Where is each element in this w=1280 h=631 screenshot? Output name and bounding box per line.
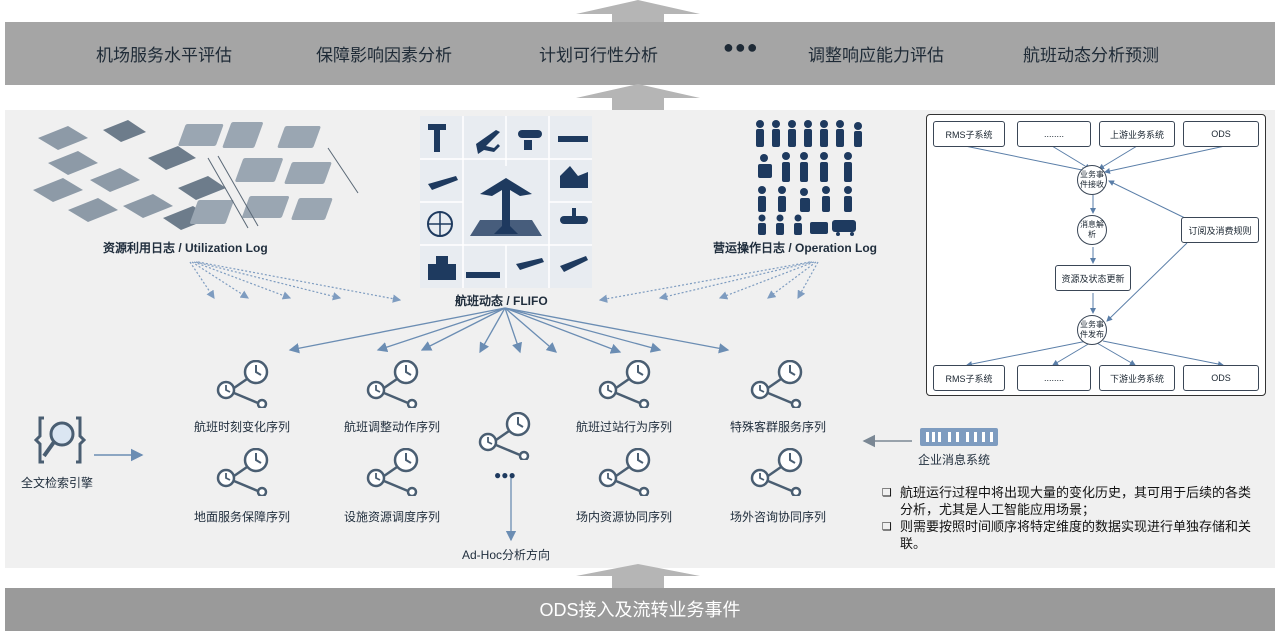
flifo-caption: 航班动态 / FLIFO bbox=[455, 294, 548, 308]
sequence-icon-flight-adjustment bbox=[366, 360, 419, 408]
sequence-label-flight-turnaround: 航班过站行为序列 bbox=[575, 420, 672, 434]
ods-event-bar: ODS接入及流转业务事件 bbox=[5, 588, 1275, 631]
event-receive-node: 业务事件接收 bbox=[1077, 165, 1107, 195]
source-ods: ODS bbox=[1183, 121, 1259, 147]
analysis-item-flight-prediction: 航班动态分析预测 bbox=[1023, 46, 1159, 65]
analysis-item-plan-feasibility: 计划可行性分析 bbox=[539, 46, 658, 65]
search-engine-icon bbox=[34, 416, 86, 464]
note-marker-icon: ❑ bbox=[882, 521, 892, 533]
sequence-label-ground-service: 地面服务保障序列 bbox=[193, 510, 290, 524]
source-rms-subsystem: RMS子系统 bbox=[933, 121, 1005, 147]
sequence-label-flight-adjustment: 航班调整动作序列 bbox=[343, 420, 440, 434]
flifo-illustration bbox=[420, 116, 592, 288]
resource-state-update-node: 资源及状态更新 bbox=[1055, 265, 1131, 291]
target-rms-subsystem: RMS子系统 bbox=[933, 365, 1005, 391]
note-item: ❑ 航班运行过程中将出现大量的变化历史，其可用于后续的各类分析，尤其是人工智能应… bbox=[882, 484, 1262, 518]
utilization-to-flifo-lines bbox=[189, 261, 402, 303]
sequence-label-flight-schedule: 航班时刻变化序列 bbox=[193, 420, 290, 434]
ods-event-title: ODS接入及流转业务事件 bbox=[539, 600, 741, 620]
sequence-icon-onsite-coordination bbox=[598, 448, 651, 496]
sequence-icon-flight-turnaround bbox=[598, 360, 651, 408]
note-marker-icon: ❑ bbox=[882, 487, 892, 499]
messaging-label: 企业消息系统 bbox=[918, 453, 991, 467]
sequence-label-onsite-coordination: 场内资源协同序列 bbox=[575, 510, 672, 524]
sequence-icon-adhoc bbox=[478, 412, 531, 460]
operation-log-illustration bbox=[756, 120, 862, 236]
event-flow-connectors bbox=[964, 145, 1226, 367]
operation-log-caption: 营运操作日志 / Operation Log bbox=[713, 241, 877, 255]
notes-block: ❑ 航班运行过程中将出现大量的变化历史，其可用于后续的各类分析，尤其是人工智能应… bbox=[882, 484, 1262, 552]
sequence-icon-ground-service bbox=[216, 448, 269, 496]
source-ellipsis: ........ bbox=[1017, 121, 1091, 147]
sequence-label-special-passenger: 特殊客群服务序列 bbox=[729, 420, 826, 434]
sequence-label-offsite-consult: 场外咨询协同序列 bbox=[729, 510, 826, 524]
note-text-history: 航班运行过程中将出现大量的变化历史，其可用于后续的各类分析，尤其是人工智能应用场… bbox=[900, 485, 1252, 517]
analysis-item-service-level: 机场服务水平评估 bbox=[96, 46, 232, 65]
sequence-icon-facility-dispatch bbox=[366, 448, 419, 496]
subscribe-rules-node: 订阅及消费规则 bbox=[1181, 217, 1259, 243]
operation-to-flifo-lines bbox=[598, 261, 819, 303]
utilization-log-illustration bbox=[33, 120, 359, 230]
note-item: ❑ 则需要按照时间顺序将特定维度的数据实现进行单独存储和关联。 bbox=[882, 518, 1262, 552]
arrow-up-middle bbox=[576, 84, 700, 110]
source-upstream-system: 上游业务系统 bbox=[1099, 121, 1175, 147]
analysis-application-bar: 机场服务水平评估 保障影响因素分析 计划可行性分析 ●●● 调整响应能力评估 航… bbox=[5, 22, 1275, 85]
target-ellipsis: ........ bbox=[1017, 365, 1091, 391]
note-text-storage: 则需要按照时间顺序将特定维度的数据实现进行单独存储和关联。 bbox=[900, 519, 1252, 551]
event-publish-node: 业务事件发布 bbox=[1077, 315, 1107, 345]
sequence-icon-special-passenger bbox=[750, 360, 803, 408]
analysis-ellipsis: ●●● bbox=[723, 37, 759, 57]
arrow-up-bottom bbox=[576, 564, 700, 590]
flifo-fanout-lines bbox=[288, 307, 730, 354]
message-parse-node: 消息解析 bbox=[1077, 215, 1107, 245]
analysis-item-influence-factors: 保障影响因素分析 bbox=[316, 46, 452, 65]
sequence-label-facility-dispatch: 设施资源调度序列 bbox=[343, 510, 440, 524]
sequence-icon-offsite-consult bbox=[750, 448, 803, 496]
target-downstream-system: 下游业务系统 bbox=[1099, 365, 1175, 391]
analysis-item-response-capability: 调整响应能力评估 bbox=[808, 46, 944, 65]
target-ods: ODS bbox=[1183, 365, 1259, 391]
adhoc-label: Ad-Hoc分析方向 bbox=[462, 548, 551, 562]
event-flow-panel: RMS子系统 ........ 上游业务系统 ODS 业务事件接收 消息解析 资… bbox=[926, 114, 1266, 396]
messaging-queue-icon bbox=[920, 428, 998, 446]
middle-ellipsis: ●●● bbox=[494, 468, 516, 482]
sequence-icon-flight-schedule bbox=[216, 360, 269, 408]
utilization-log-caption: 资源利用日志 / Utilization Log bbox=[103, 241, 268, 255]
arrow-up-top bbox=[576, 0, 700, 24]
search-engine-label: 全文检索引擎 bbox=[21, 476, 94, 490]
